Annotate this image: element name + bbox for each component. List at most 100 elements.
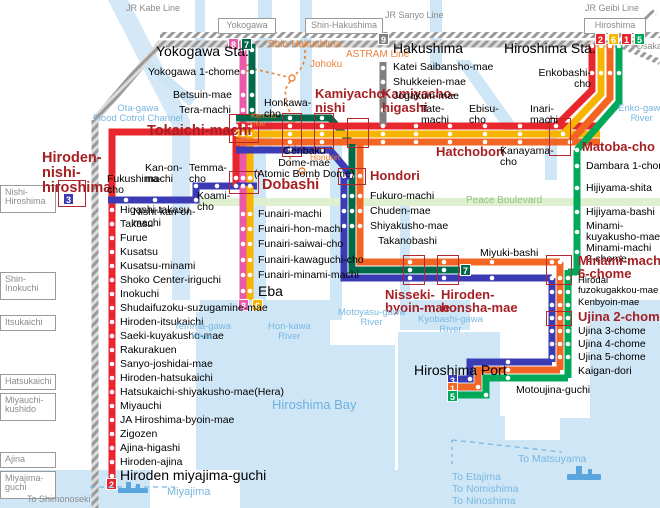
station-ujina-4-chome: Ujina 4-chome [578, 338, 646, 350]
station-fukushima-cho: Fukushima-cho [107, 173, 162, 197]
station-fukuro-machi: Fukuro-machi [370, 190, 435, 202]
station-koami-cho: Koami-cho [197, 190, 231, 214]
station-enkobashi-cho: Enkobashi-cho [538, 67, 591, 91]
station-betsuin-mae: Betsuin-mae [173, 89, 232, 101]
jrbox-ajina[interactable]: Ajina [0, 452, 56, 468]
station-hondori: Hondori [370, 168, 420, 183]
badge-6-hiroshima-sta[interactable]: 6 [608, 33, 619, 45]
badge-2-hiroshima-sta[interactable]: 2 [595, 33, 606, 45]
astram-line-label: ASTRAM Line [346, 49, 410, 60]
geo-peace-boulevard: Peace Boulevard [466, 195, 543, 206]
station-funairi-kawaguchi-cho: Funairi-kawaguchi-cho [258, 254, 364, 266]
station-ujina-5-chome: Ujina 5-chome [578, 351, 646, 363]
astram-kencho-mae-label: Kencho-mae [251, 111, 279, 128]
station-hiroshima-sta: Hiroshima Sta. [504, 40, 596, 56]
highlight-kamiyacho-higashi [314, 113, 334, 149]
station-nishi-kan-on-machi: Nishi-kan-on-machi [133, 206, 196, 230]
station-eba: Eba [258, 283, 283, 299]
station-ja-hiroshima-byoin-mae: JA Hiroshima-byoin-mae [120, 414, 235, 426]
geo-to-matsuyama: To Matsuyama [518, 453, 587, 465]
station-kamiyacho-higashi: Kamiyacho-higashi [382, 86, 456, 115]
station-yokogawa-1-chome: Yokogawa 1-chome [148, 66, 240, 78]
badge-5-hiroshima-sta[interactable]: 5 [634, 33, 645, 45]
jrbox-itsukaichi[interactable]: Itsukaichi [0, 315, 56, 331]
jrbox-nishi-hiroshima[interactable]: Nishi-Hiroshima [0, 185, 56, 213]
station-kenbyoin-mae: Kenbyoin-mae [578, 297, 640, 308]
badge-3-nishi-hiroshima[interactable]: 3 [63, 193, 74, 205]
geo-to-ninoshima: To Ninoshima [452, 495, 516, 507]
badge-8-yokogawa[interactable]: 8 [228, 38, 239, 50]
badge-2-miyajima-guchi[interactable]: 2 [106, 478, 117, 490]
jrbox-line2: Inokuchi [5, 283, 39, 294]
peace-boulevard-road [196, 198, 660, 206]
geo-to-etajima: To Etajima [452, 471, 502, 483]
station-ujina-3-chome: Ujina 3-chome [578, 325, 646, 337]
station-kusatsu: Kusatsu [120, 246, 158, 258]
badge-7-yokogawa[interactable]: 7 [241, 38, 252, 50]
station-matoba-cho: Matoba-cho [582, 139, 655, 154]
station-funairi-hon-machi: Funairi-hon-machi [258, 223, 343, 235]
jrbox-hatsukaichi[interactable]: Hatsukaichi [0, 374, 56, 390]
station-honkawa-cho: Honkawa-cho [264, 97, 312, 121]
jr-kabe-line-label: JR Kabe Line [126, 3, 181, 13]
station-tokaichi-machi: Tokaichi-machi [147, 123, 252, 139]
station-hiroden-ajina: Hiroden-ajina [120, 456, 183, 468]
jr-geibi-line-label: JR Geibi Line [585, 3, 640, 13]
station-hijiyama-bashi: Hijiyama-bashi [586, 206, 655, 218]
badge-8-eba[interactable]: 8 [238, 299, 249, 311]
station-ajina-higashi: Ajina-higashi [120, 442, 181, 454]
jrbox-shin-hakushima[interactable]: Shin-Hakushima [305, 18, 383, 34]
station-kamiyacho-nishi: Kamiyacho-nishi [315, 86, 389, 115]
station-dobashi: Dobashi [262, 177, 320, 193]
station-furue: Furue [120, 232, 148, 244]
station-miyuki-bashi: Miyuki-bashi [480, 247, 539, 259]
station-kan-on-machi: Kan-on-machi [145, 162, 183, 186]
station-hatsukaichi-shiyakusho-mae: Hatsukaichi-shiyakusho-mae(Hera) [120, 386, 284, 398]
station-tate-machi: Tate-machi [421, 103, 450, 127]
jrbox-yokogawa[interactable]: Yokogawa [218, 18, 276, 34]
jrbox-shin-inokuchi[interactable]: Shin-Inokuchi [0, 272, 56, 300]
badge-1-hiroshima-sta[interactable]: 1 [621, 33, 632, 45]
station-nisseki-byoin-mae: Nisseki-byoin-mae [385, 287, 451, 316]
station-funairi-saiwai-cho: Funairi-saiwai-cho [258, 238, 344, 250]
station-jogakuin-mae: Jogakuin-mae [393, 90, 459, 102]
station-hiroden-hatsukaichi: Hiroden-hatsukaichi [120, 372, 213, 384]
badge-5-hiroshima-port[interactable]: 5 [447, 390, 458, 402]
station-hiroden-itsukaichi: Hiroden-itsukaichi [120, 316, 204, 328]
highlight-hiroden-honsha-mae [437, 255, 459, 285]
station-zigozen: Zigozen [120, 428, 158, 440]
highlight-ujina-2-chome [546, 311, 572, 326]
station-kaigan-dori: Kaigan-dori [578, 365, 632, 377]
hiroshima-bay [150, 306, 660, 508]
station-dambara-1-chome: Dambara 1-chome [586, 160, 660, 172]
station-inari-machi: Inari-machi [530, 103, 559, 127]
station-miyauchi: Miyauchi [120, 400, 162, 412]
station-inokuchi: Inokuchi [120, 288, 160, 300]
hiroshima-port-terminus [455, 358, 568, 399]
geo-to-nomishima: To Nomishima [452, 483, 519, 495]
station-takasu: Takasu [120, 218, 154, 230]
jrbox-miyajima-guchi[interactable]: Miyajima-guchi [0, 471, 56, 499]
jrbox-line1: Miyauchi- [5, 395, 44, 405]
highlight-hatchobori [347, 118, 369, 148]
badge-9-hakushima[interactable]: 9 [378, 33, 389, 45]
highlight-tokaichi-machi [229, 114, 259, 143]
station-shiyakusho-mae: Shiyakusho-mae [370, 220, 449, 232]
badge-7-honsha[interactable]: 7 [460, 264, 471, 276]
station-hiroden-nishi-hiroshima: Hiroden-nishi-hiroshima [42, 150, 112, 196]
station-funairi-machi: Funairi-machi [258, 208, 322, 220]
jrbox-line1: Miyajima- [5, 473, 44, 483]
geo-hiroshima-bay: Hiroshima Bay [272, 397, 357, 412]
badge-6-eba[interactable]: 6 [252, 299, 263, 311]
station-funairi-minami-machi: Funairi-minami-machi [258, 269, 359, 281]
station-temma-cho: Temma-cho [189, 162, 227, 186]
jrbox-miyauchi-kushido[interactable]: Miyauchi-kushido [0, 393, 56, 421]
